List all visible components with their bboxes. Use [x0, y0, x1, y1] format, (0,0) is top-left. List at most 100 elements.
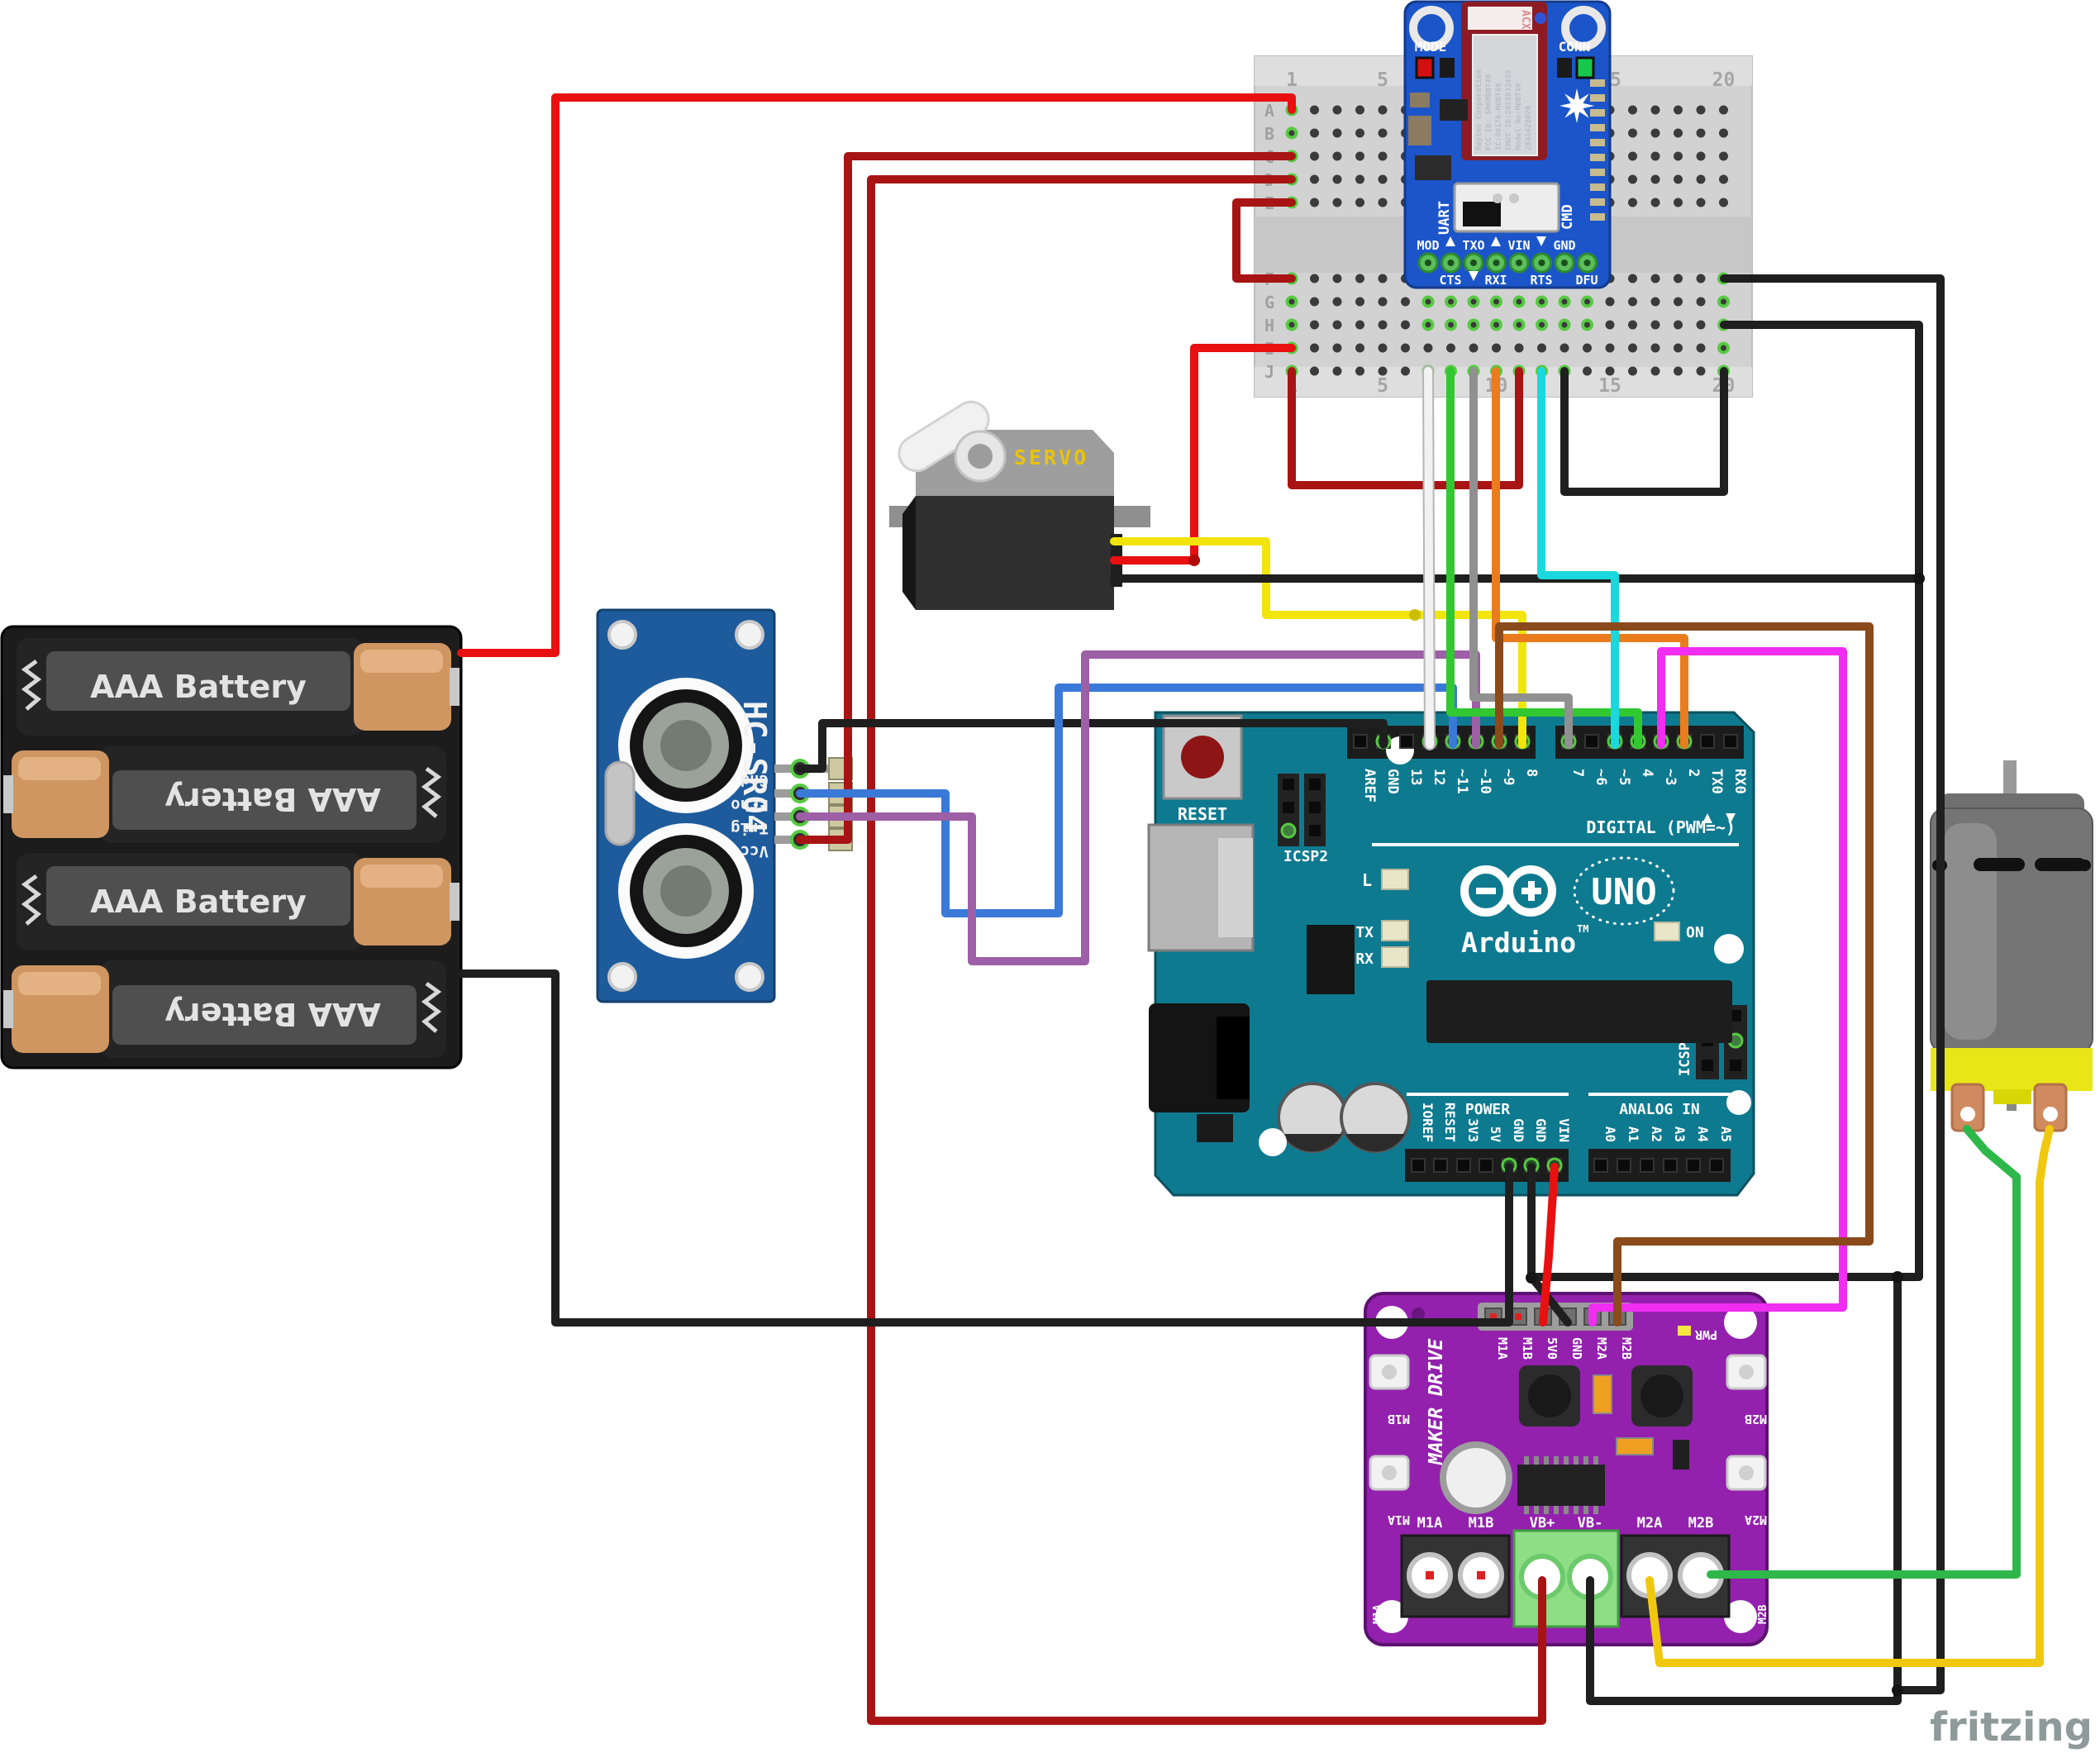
- wire-gnd-branch-to-driver-gnd-pin[interactable]: [1527, 1273, 1572, 1327]
- breadboard-hole-I11[interactable]: [1514, 343, 1524, 353]
- breadboard-hole-E3[interactable]: [1332, 198, 1342, 207]
- switch-slider[interactable]: [1463, 202, 1501, 226]
- breadboard-hole-C18[interactable]: [1674, 151, 1683, 161]
- breadboard-hole-J4[interactable]: [1355, 366, 1364, 376]
- breadboard-hole-H9[interactable]: [1467, 318, 1480, 331]
- breadboard-hole-D16[interactable]: [1628, 174, 1637, 184]
- wire-breadboard-c1-to-ultrasonic-vcc[interactable]: [796, 152, 1296, 844]
- breadboard-hole-G8[interactable]: [1445, 295, 1457, 308]
- wire-arduino-3-to-driver-m2a[interactable]: [1588, 647, 1847, 1327]
- wire-battery-positive-to-breadboard-a1[interactable]: [457, 93, 1296, 657]
- breadboard-hole-D17[interactable]: [1650, 174, 1660, 184]
- breadboard-hole-F5[interactable]: [1378, 274, 1388, 283]
- breadboard-hole-H5[interactable]: [1378, 320, 1388, 330]
- breadboard-hole-H6[interactable]: [1401, 320, 1410, 330]
- battery-cell[interactable]: AAA Battery: [17, 638, 460, 736]
- digital-pin[interactable]: [1353, 734, 1368, 749]
- breadboard-hole-G19[interactable]: [1696, 297, 1706, 307]
- breadboard-hole-G7[interactable]: [1421, 295, 1435, 308]
- breadboard-hole-C3[interactable]: [1332, 151, 1342, 161]
- breadboard-hole-I6[interactable]: [1401, 343, 1410, 353]
- breadboard-hole-G16[interactable]: [1628, 297, 1637, 307]
- breadboard-hole-H10[interactable]: [1490, 318, 1502, 331]
- reset-button-cap[interactable]: [1181, 736, 1224, 779]
- breadboard-hole-J15[interactable]: [1605, 366, 1615, 376]
- digital-pin[interactable]: [1700, 734, 1715, 749]
- breadboard-hole-B18[interactable]: [1674, 128, 1683, 138]
- breadboard-hole-I8[interactable]: [1446, 343, 1455, 353]
- breadboard-hole-I18[interactable]: [1674, 343, 1683, 353]
- breadboard-hole-H16[interactable]: [1628, 320, 1637, 330]
- breadboard-hole-I5[interactable]: [1378, 343, 1388, 353]
- breadboard-hole-B16[interactable]: [1628, 128, 1637, 138]
- breadboard-hole-J17[interactable]: [1650, 366, 1660, 376]
- breadboard-hole-E16[interactable]: [1628, 198, 1637, 207]
- breadboard-hole-G20[interactable]: [1717, 295, 1730, 308]
- analog-pin[interactable]: [1617, 1158, 1631, 1173]
- breadboard-hole-J19[interactable]: [1696, 366, 1706, 376]
- breadboard-hole-H3[interactable]: [1332, 320, 1342, 330]
- breadboard-hole-A2[interactable]: [1310, 105, 1319, 115]
- breadboard-hole-A18[interactable]: [1674, 105, 1683, 115]
- breadboard-hole-E4[interactable]: [1355, 198, 1364, 207]
- breadboard-hole-G9[interactable]: [1467, 295, 1480, 308]
- power-pin[interactable]: [1456, 1158, 1471, 1173]
- wire-arduino-vin-to-driver-5v0[interactable]: [1539, 1163, 1559, 1327]
- breadboard-hole-I12[interactable]: [1537, 343, 1546, 353]
- breadboard-hole-I7[interactable]: [1423, 343, 1433, 353]
- wire-motor-yellow-to-driver-m2a[interactable]: [1645, 1125, 2054, 1667]
- breadboard-hole-D18[interactable]: [1674, 174, 1683, 184]
- breadboard-hole-F17[interactable]: [1650, 274, 1660, 283]
- battery-cell[interactable]: AAA Battery: [3, 746, 446, 843]
- breadboard-hole-C4[interactable]: [1355, 151, 1364, 161]
- breadboard-hole-G15[interactable]: [1605, 297, 1615, 307]
- breadboard-hole-G10[interactable]: [1490, 295, 1502, 308]
- breadboard-hole-B20[interactable]: [1719, 128, 1728, 138]
- breadboard-hole-B5[interactable]: [1378, 128, 1388, 138]
- breadboard-hole-G11[interactable]: [1512, 295, 1526, 308]
- breadboard-hole-H8[interactable]: [1445, 318, 1457, 331]
- wire-breadboard-f20-gnd-right[interactable]: [1720, 274, 1945, 1694]
- breadboard-hole-I3[interactable]: [1332, 343, 1342, 353]
- breadboard-hole-D20[interactable]: [1719, 174, 1728, 184]
- breadboard-hole-A20[interactable]: [1719, 105, 1728, 115]
- breadboard-hole-G17[interactable]: [1650, 297, 1660, 307]
- wire-junction[interactable]: [1188, 555, 1200, 566]
- breadboard-hole-A4[interactable]: [1355, 105, 1364, 115]
- arduino-uno-board[interactable]: RESET ICSP2 DIGITAL (PWM=~) POWER ANALOG…: [1147, 711, 1755, 1197]
- breadboard-hole-I20[interactable]: [1717, 341, 1730, 355]
- breadboard-hole-D5[interactable]: [1378, 174, 1388, 184]
- breadboard-hole-E17[interactable]: [1650, 198, 1660, 207]
- analog-header[interactable]: [1588, 1149, 1731, 1182]
- digital-pin[interactable]: [1399, 734, 1414, 749]
- breadboard-hole-I13[interactable]: [1560, 343, 1569, 353]
- breadboard-hole-G6[interactable]: [1401, 297, 1410, 307]
- breadboard-hole-I17[interactable]: [1650, 343, 1660, 353]
- breadboard-hole-J14[interactable]: [1583, 366, 1592, 376]
- breadboard-hole-B1[interactable]: [1285, 126, 1298, 140]
- breadboard-hole-A19[interactable]: [1696, 105, 1706, 115]
- breadboard-hole-H19[interactable]: [1696, 320, 1706, 330]
- wire-breadboard-h20-gnd-right[interactable]: [1720, 321, 1923, 1281]
- breadboard-hole-E2[interactable]: [1310, 198, 1319, 207]
- breadboard-hole-A3[interactable]: [1332, 105, 1342, 115]
- breadboard-hole-J5[interactable]: [1378, 366, 1388, 376]
- breadboard-hole-I9[interactable]: [1469, 343, 1479, 353]
- analog-pin[interactable]: [1663, 1158, 1678, 1173]
- dc-motor[interactable]: [1930, 760, 2093, 1132]
- breadboard-hole-C19[interactable]: [1696, 151, 1706, 161]
- power-pin[interactable]: [1411, 1158, 1426, 1173]
- breadboard-hole-C5[interactable]: [1378, 151, 1388, 161]
- breadboard-hole-D2[interactable]: [1310, 174, 1319, 184]
- breadboard-hole-E20[interactable]: [1719, 198, 1728, 207]
- breadboard-hole-A17[interactable]: [1650, 105, 1660, 115]
- breadboard-hole-E19[interactable]: [1696, 198, 1706, 207]
- digital-pin[interactable]: [1584, 734, 1599, 749]
- breadboard-hole-I14[interactable]: [1583, 343, 1592, 353]
- breadboard-hole-A5[interactable]: [1378, 105, 1388, 115]
- breadboard-hole-H7[interactable]: [1421, 318, 1435, 331]
- breadboard-hole-F4[interactable]: [1355, 274, 1364, 283]
- breadboard-hole-I16[interactable]: [1628, 343, 1637, 353]
- breadboard-hole-G5[interactable]: [1378, 297, 1388, 307]
